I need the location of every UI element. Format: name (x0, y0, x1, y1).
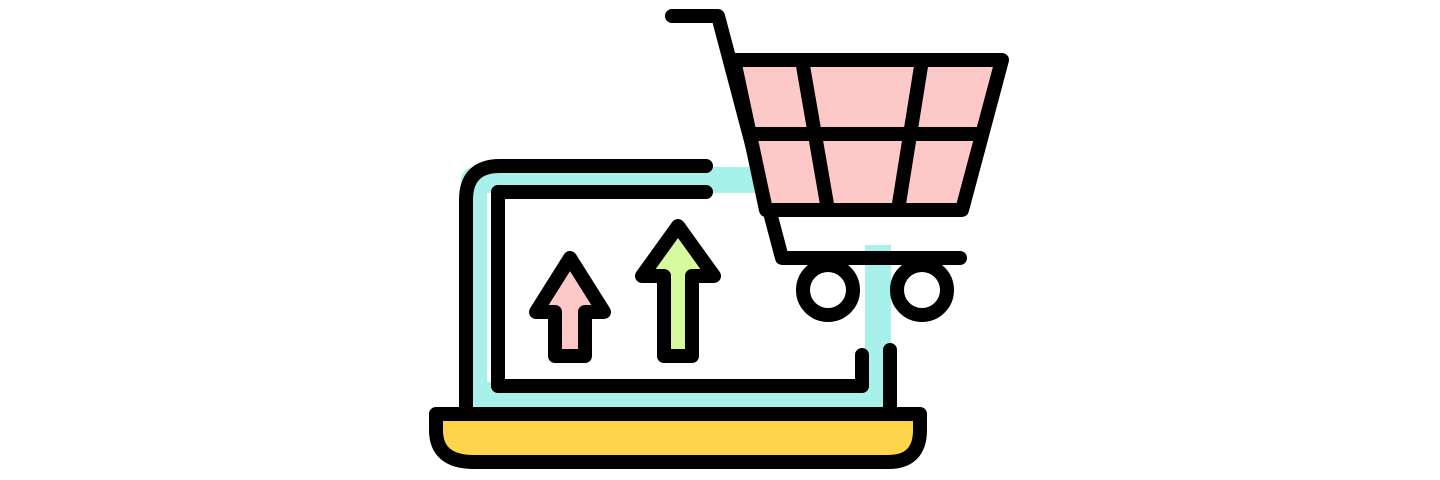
cart-basket-divider (795, 58, 835, 212)
laptop-screen-frame (459, 159, 713, 415)
shopping-cart-icon (665, 9, 1009, 322)
up-arrow-icon (635, 219, 721, 363)
cart-wheel (890, 258, 954, 322)
cart-basket-divider (891, 58, 929, 212)
screen-glow-outline (461, 167, 891, 408)
up-arrow-icon (529, 251, 611, 363)
large-up-arrow (635, 219, 721, 363)
laptop-screen-inner (491, 185, 869, 393)
laptop-icon (429, 159, 927, 469)
small-up-arrow (529, 251, 611, 363)
cart-wheel (796, 258, 860, 322)
laptop-base (429, 407, 927, 469)
